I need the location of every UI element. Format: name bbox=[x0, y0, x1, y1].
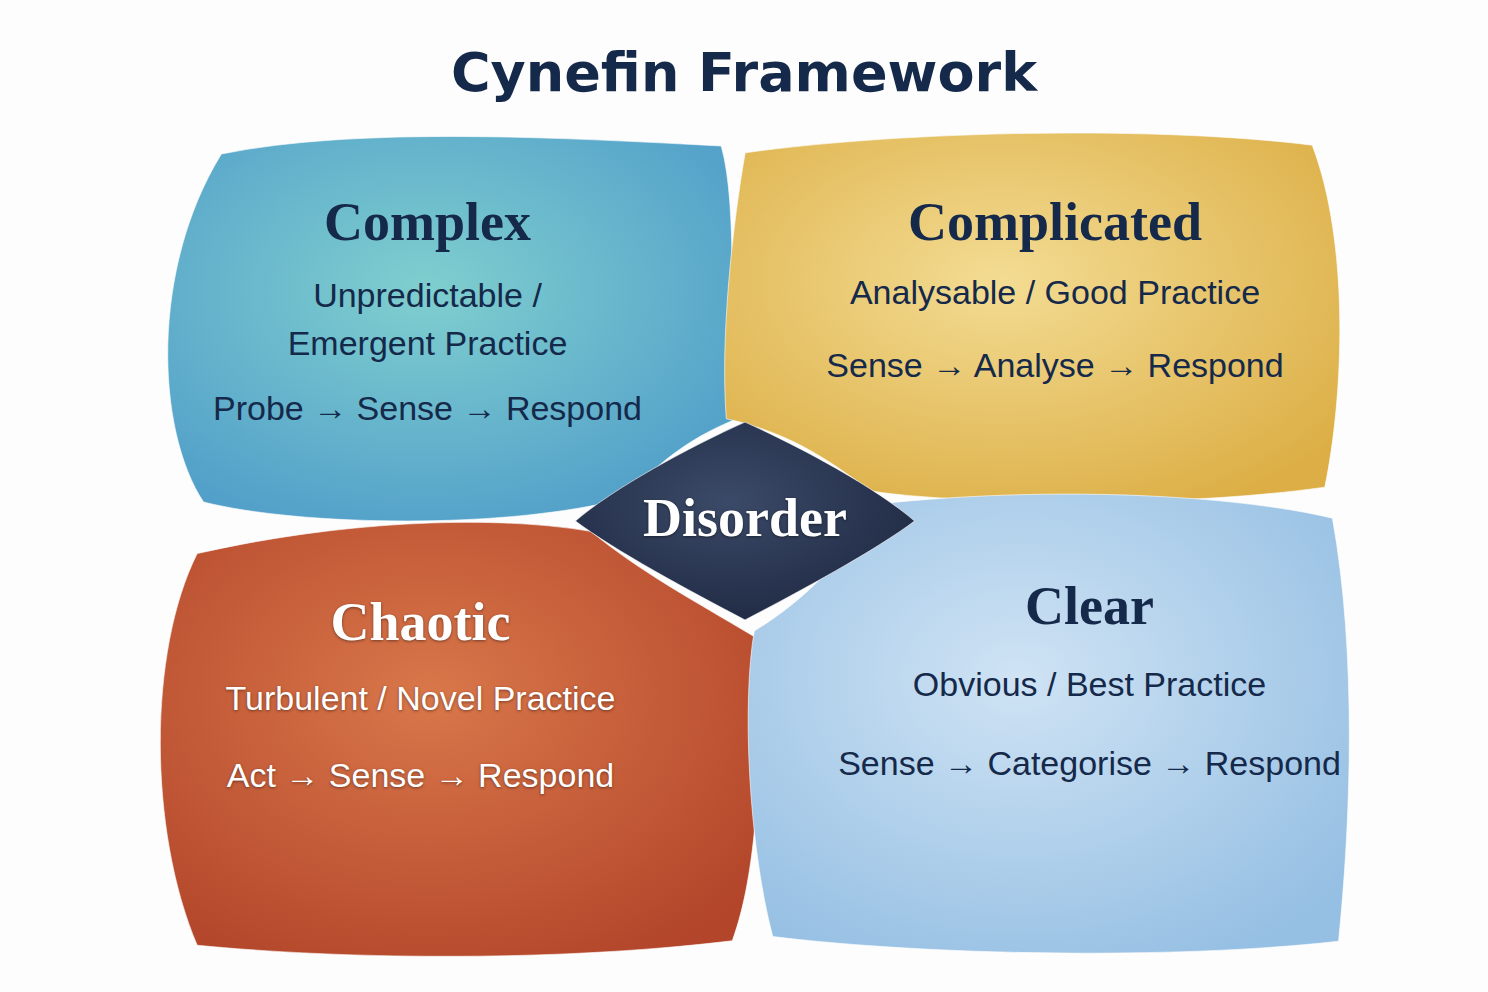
domain-blob: ComplicatedAnalysable / Good PracticeSen… bbox=[720, 130, 1350, 510]
domain-subtitle: Unpredictable / Emergent Practice bbox=[258, 271, 598, 367]
domain-subtitle: Turbulent / Novel Practice bbox=[148, 674, 693, 722]
domain-heading: Complex bbox=[150, 192, 705, 252]
domain-heading: Clear bbox=[782, 576, 1397, 636]
domain-subtitle: Obvious / Best Practice bbox=[782, 660, 1397, 708]
domain-method: Act → Sense → Respond bbox=[148, 751, 693, 799]
domain-method: Sense → Analyse → Respond bbox=[760, 341, 1350, 389]
domain-method: Probe → Sense → Respond bbox=[150, 384, 705, 432]
center-label: Disorder bbox=[572, 488, 918, 548]
domain-subtitle: Analysable / Good Practice bbox=[760, 268, 1350, 316]
domain-heading: Chaotic bbox=[148, 592, 693, 652]
domain-blob: ChaoticTurbulent / Novel PracticeAct → S… bbox=[148, 518, 763, 963]
domain-heading: Complicated bbox=[760, 192, 1350, 252]
blob-outline bbox=[148, 518, 763, 963]
domain-method: Sense → Categorise → Respond bbox=[782, 739, 1397, 787]
blob-outline bbox=[720, 130, 1350, 510]
center-diamond: Disorder bbox=[572, 418, 918, 624]
diagram-title: Cynefin Framework bbox=[0, 38, 1488, 108]
